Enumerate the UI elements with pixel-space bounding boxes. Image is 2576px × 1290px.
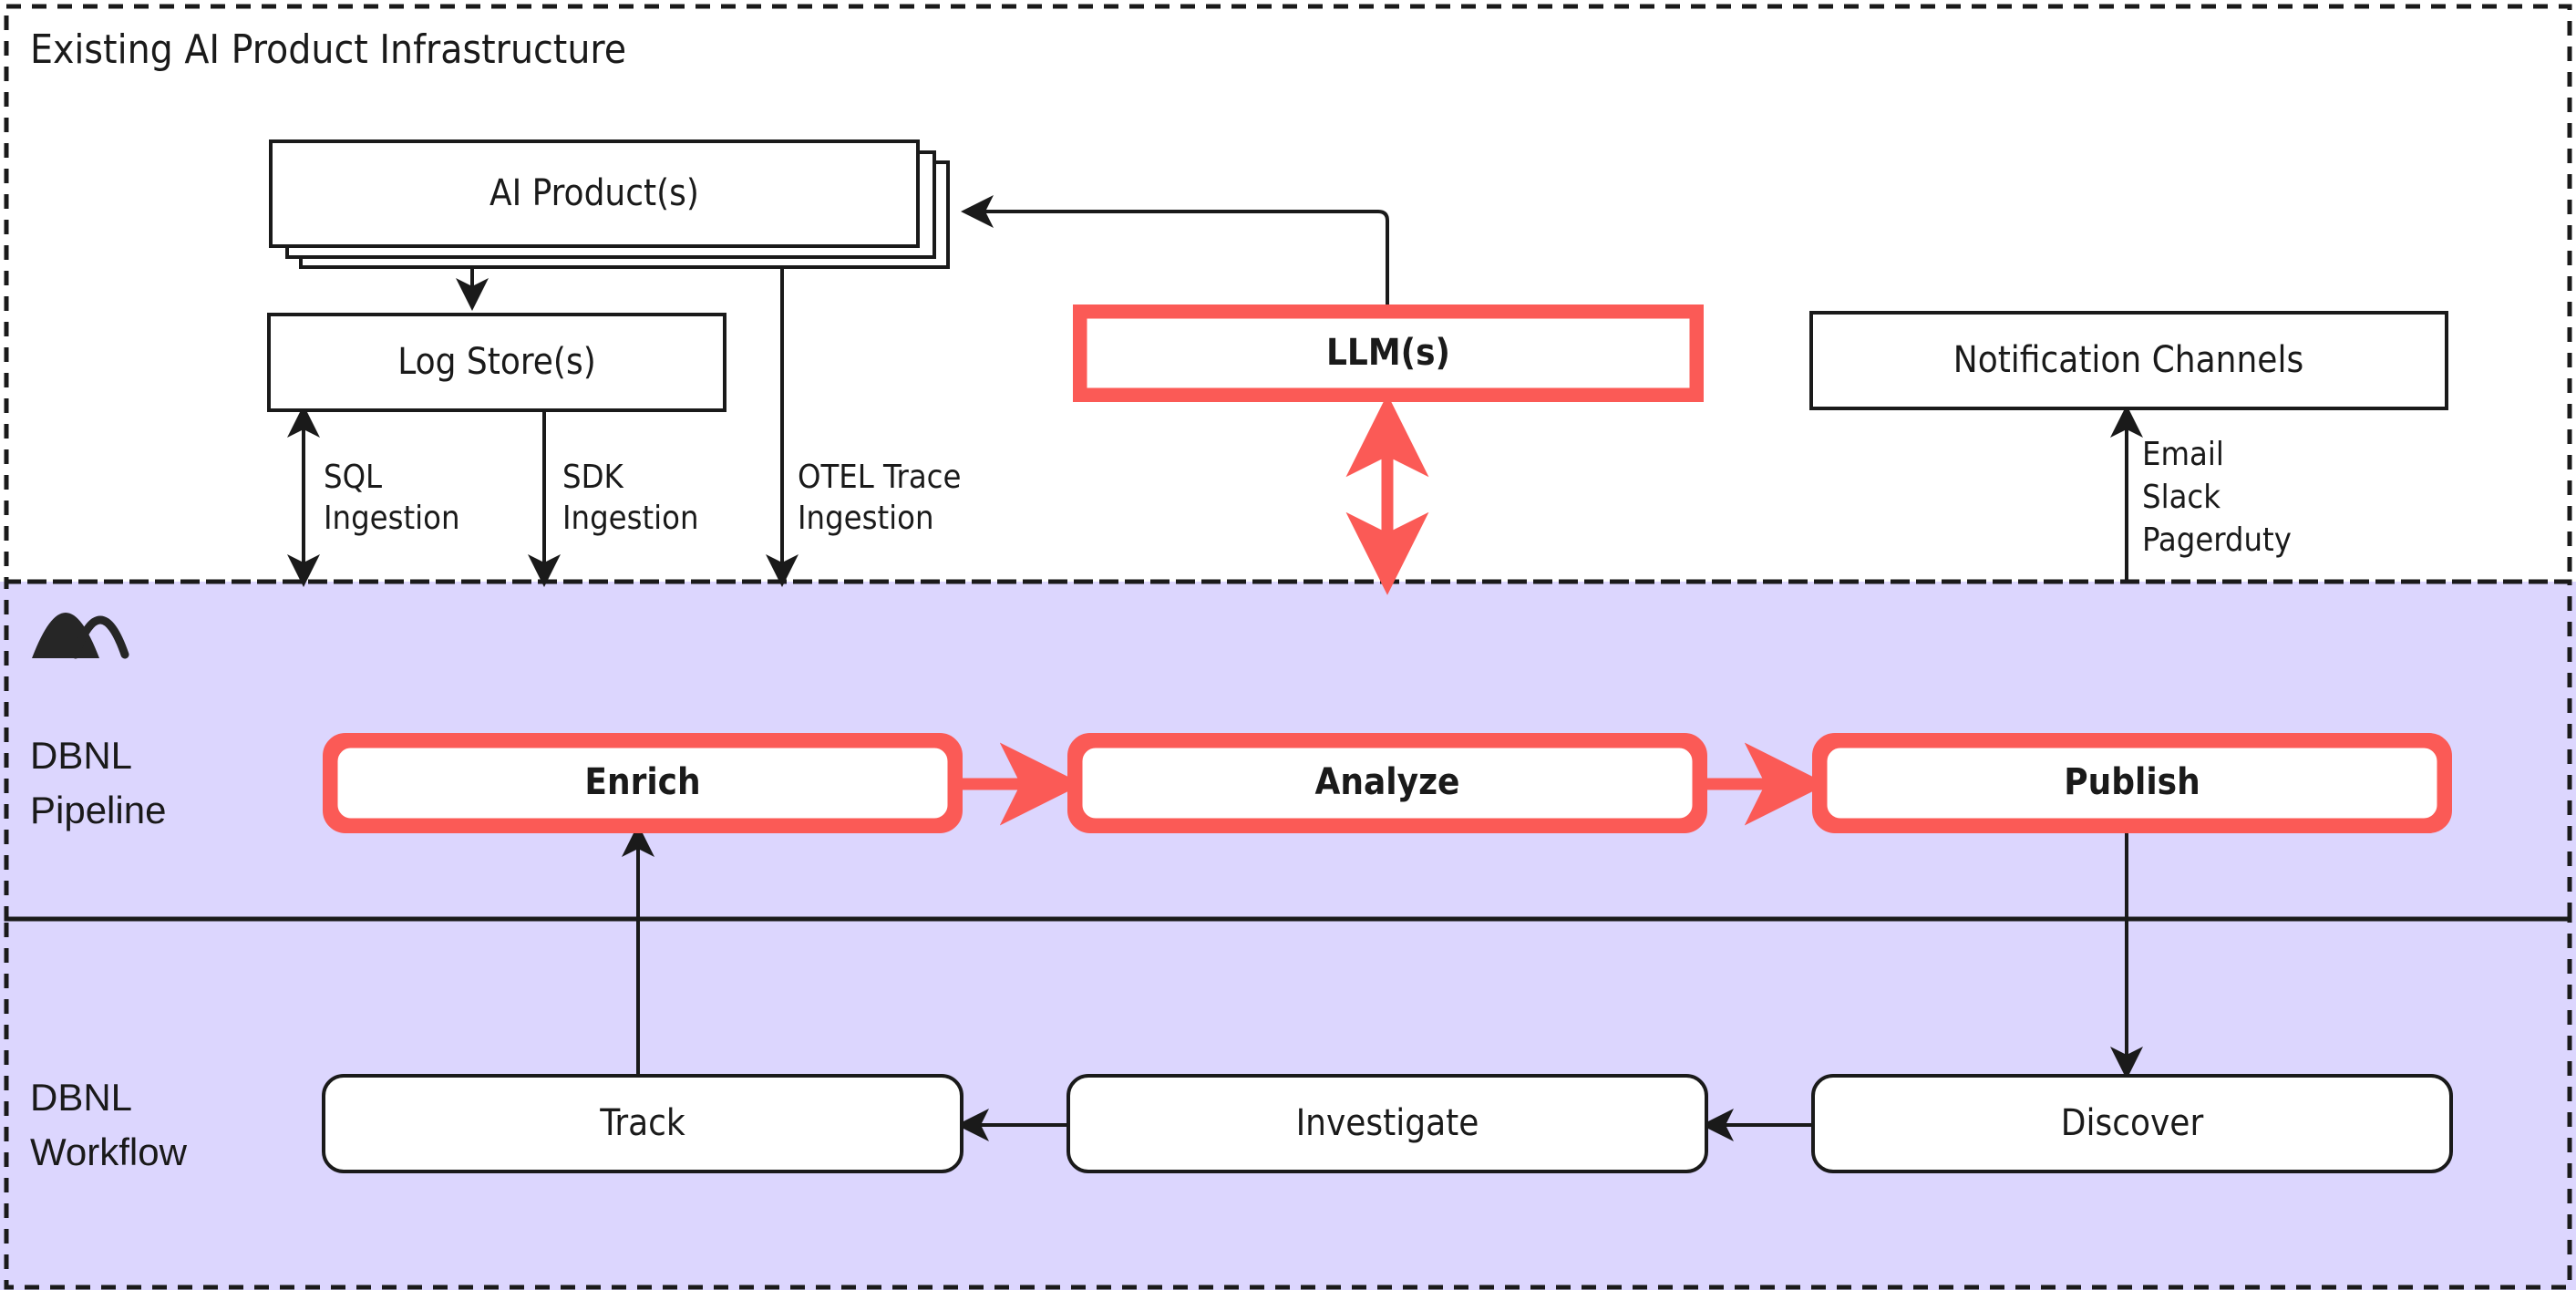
edge-label-sdk-line1: SDK <box>562 459 624 496</box>
node-notification-channels[interactable]: Notification Channels <box>1809 311 2448 410</box>
analyze-box-inner <box>1082 748 1693 819</box>
node-analyze[interactable]: Analyze <box>1067 733 1707 833</box>
node-enrich[interactable]: Enrich <box>323 733 963 833</box>
edge-label-sql-line1: SQL <box>324 459 382 496</box>
discover-label: Discover <box>2061 1102 2204 1144</box>
workflow-lane-border <box>4 916 2572 1290</box>
ai-products-stack-front <box>269 139 920 248</box>
publish-label: Publish <box>2064 761 2200 803</box>
investigate-label: Investigate <box>1296 1102 1479 1144</box>
edge-label-sdk-line2: Ingestion <box>562 500 698 537</box>
dbnl-mountain-logo <box>32 613 129 659</box>
track-box <box>322 1074 963 1173</box>
enrich-label: Enrich <box>584 761 700 803</box>
log-stores-label: Log Store(s) <box>397 341 595 383</box>
investigate-box <box>1066 1074 1708 1173</box>
edge-label-notify-email: Email <box>2142 436 2224 473</box>
llms-box-inner <box>1087 318 1690 388</box>
node-llms[interactable]: LLM(s) <box>1073 304 1704 402</box>
pipeline-lane-label-line2: Pipeline <box>30 789 166 831</box>
publish-box-inner <box>1827 748 2437 819</box>
analyze-label: Analyze <box>1315 761 1460 803</box>
workflow-lane-label-line2: Workflow <box>30 1130 188 1173</box>
edge-llm-to-aiproduct <box>961 195 1389 305</box>
discover-box <box>1811 1074 2453 1173</box>
node-track[interactable]: Track <box>322 1074 963 1173</box>
node-log-stores[interactable]: Log Store(s) <box>267 313 726 412</box>
node-investigate[interactable]: Investigate <box>1066 1074 1708 1173</box>
workflow-lane-label-line1: DBNL <box>30 1076 132 1119</box>
track-label: Track <box>599 1102 685 1144</box>
edge-label-notify-pagerduty: Pagerduty <box>2142 521 2292 559</box>
ai-products-label: AI Product(s) <box>489 172 699 214</box>
edge-label-otel-line2: Ingestion <box>798 500 933 537</box>
enrich-box-inner <box>337 748 948 819</box>
node-ai-products[interactable]: AI Product(s) <box>269 139 950 269</box>
logo-hill-outline <box>71 615 129 659</box>
llms-label: LLM(s) <box>1326 332 1450 374</box>
edge-label-notify-slack: Slack <box>2142 479 2221 516</box>
node-discover[interactable]: Discover <box>1811 1074 2453 1173</box>
node-publish[interactable]: Publish <box>1812 733 2452 833</box>
edge-label-otel-line1: OTEL Trace <box>798 459 961 496</box>
notification-channels-box <box>1809 311 2448 410</box>
notification-channels-label: Notification Channels <box>1953 339 2303 381</box>
logo-hill-filled <box>32 613 99 658</box>
log-stores-box <box>267 313 726 412</box>
pipeline-lane-border <box>4 579 2572 922</box>
page-title: Existing AI Product Infrastructure <box>30 26 626 73</box>
edge-label-sql-line2: Ingestion <box>324 500 459 537</box>
pipeline-lane-label-line1: DBNL <box>30 734 132 777</box>
